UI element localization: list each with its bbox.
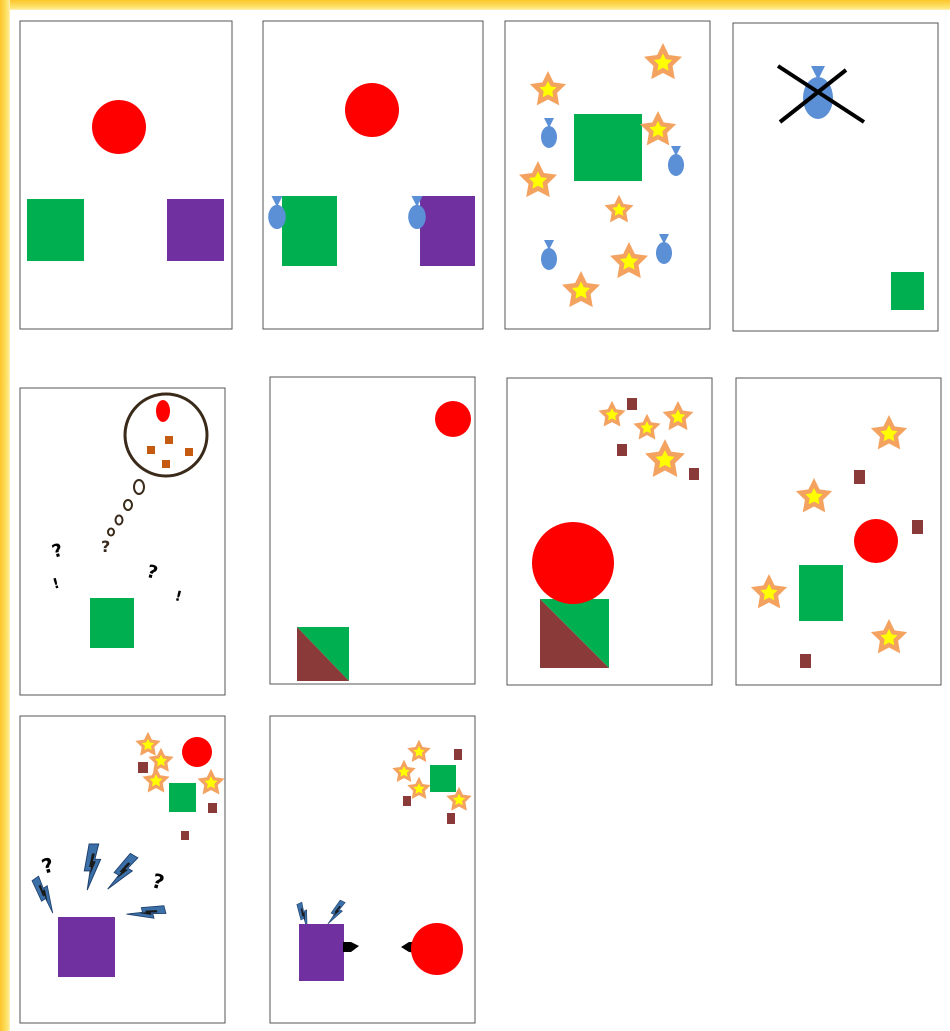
red-circle: [92, 100, 146, 154]
panel-9: ? ?: [20, 716, 225, 1023]
panel-border: [20, 21, 232, 329]
panel-6: [270, 377, 475, 684]
brown-square: [689, 468, 699, 480]
panel-7: [507, 378, 712, 685]
brown-square: [138, 762, 148, 773]
brown-square: [912, 520, 923, 534]
green-square: [169, 783, 196, 812]
brown-square: [147, 446, 155, 454]
red-circle: [156, 400, 170, 422]
red-circle: [411, 923, 463, 975]
red-circle: [854, 519, 898, 563]
brown-square: [185, 448, 193, 456]
red-circle: [532, 522, 614, 604]
brown-square: [447, 813, 455, 824]
brown-square: [162, 460, 170, 468]
green-square: [891, 272, 924, 310]
purple-square: [299, 924, 344, 981]
red-circle: [182, 737, 212, 767]
purple-square: [167, 199, 224, 261]
panel-1: [20, 21, 232, 329]
green-square: [430, 765, 456, 792]
purple-square: [58, 917, 115, 977]
brown-square: [165, 436, 173, 444]
panel-8: [736, 378, 941, 685]
brown-square: [454, 749, 462, 760]
brown-square: [800, 654, 811, 668]
brown-square: [854, 470, 865, 484]
green-square: [574, 114, 642, 181]
panel-border: [736, 378, 941, 685]
green-square: [799, 565, 843, 621]
red-circle: [435, 401, 471, 437]
brown-square: [403, 796, 411, 806]
green-square: [282, 196, 337, 266]
panel-4: [733, 23, 938, 331]
green-square: [90, 598, 134, 648]
brown-square: [208, 803, 217, 813]
panel-3: [505, 21, 710, 329]
panel-2: [263, 21, 483, 329]
question-mark: ?: [101, 537, 110, 556]
panel-border: [263, 21, 483, 329]
panel-10: [270, 716, 475, 1023]
purple-square: [420, 196, 475, 266]
brown-square: [627, 398, 637, 410]
brown-square: [617, 444, 627, 456]
green-square: [27, 199, 84, 261]
red-circle: [345, 83, 399, 137]
panel-5: ? ? ? ! !: [20, 388, 225, 695]
brown-square: [181, 831, 189, 840]
